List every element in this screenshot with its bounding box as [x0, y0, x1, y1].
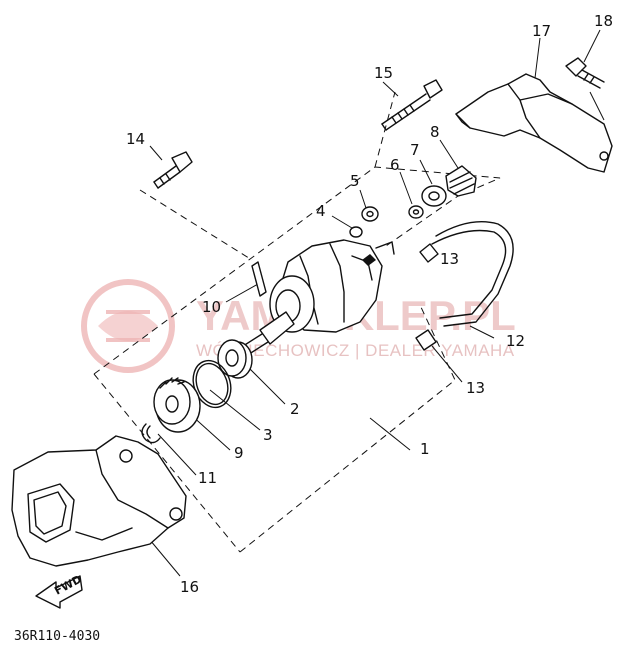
callout-16: 16 [180, 578, 199, 596]
part-11-clip [141, 423, 161, 444]
part-12-hose [431, 221, 514, 327]
part-17-bracket [455, 73, 613, 173]
fwd-arrow-icon: FWD [35, 573, 84, 609]
callout-13-top: 13 [440, 250, 459, 268]
callout-10: 10 [202, 298, 221, 316]
callouts: 1 2 3 4 5 6 7 8 9 10 11 12 13 13 14 15 1… [126, 12, 613, 596]
callout-5: 5 [350, 172, 360, 190]
part-2-bearing [217, 339, 253, 379]
callout-9: 9 [234, 444, 244, 462]
part-18-screw [565, 57, 605, 89]
callout-11: 11 [198, 469, 217, 487]
part-10-pin [251, 261, 267, 297]
callout-2: 2 [290, 400, 300, 418]
diagram-code: 36R110-4030 [14, 629, 100, 644]
callout-12: 12 [506, 332, 525, 350]
part-13-clamp-bottom [415, 329, 437, 351]
callout-17: 17 [532, 22, 551, 40]
part-8-cap [445, 165, 477, 197]
callout-7: 7 [410, 141, 420, 159]
part-14-bolt [153, 151, 193, 189]
part-13-clamp-top [419, 243, 439, 263]
part-4-washer [349, 226, 363, 238]
watermark-logo-icon [81, 279, 175, 373]
leader-lines [149, 29, 605, 577]
part-9-gear [153, 377, 201, 433]
part-1-pump-assembly [239, 239, 395, 357]
part-5-nut [361, 206, 379, 222]
part-6-washer [408, 205, 424, 219]
callout-8: 8 [430, 123, 440, 141]
callout-13-bottom: 13 [466, 379, 485, 397]
callout-15: 15 [374, 64, 393, 82]
watermark-subtitle: WÓJCIECHOWICZ | DEALER YAMAHA [196, 341, 515, 360]
callout-14: 14 [126, 130, 145, 148]
callout-6: 6 [390, 156, 400, 174]
part-7-nut [421, 185, 447, 207]
callout-18: 18 [594, 12, 613, 30]
callout-4: 4 [316, 202, 326, 220]
callout-3: 3 [263, 426, 273, 444]
part-15-bolt [381, 79, 443, 131]
callout-1: 1 [420, 440, 430, 458]
part-16-cover [11, 435, 187, 567]
